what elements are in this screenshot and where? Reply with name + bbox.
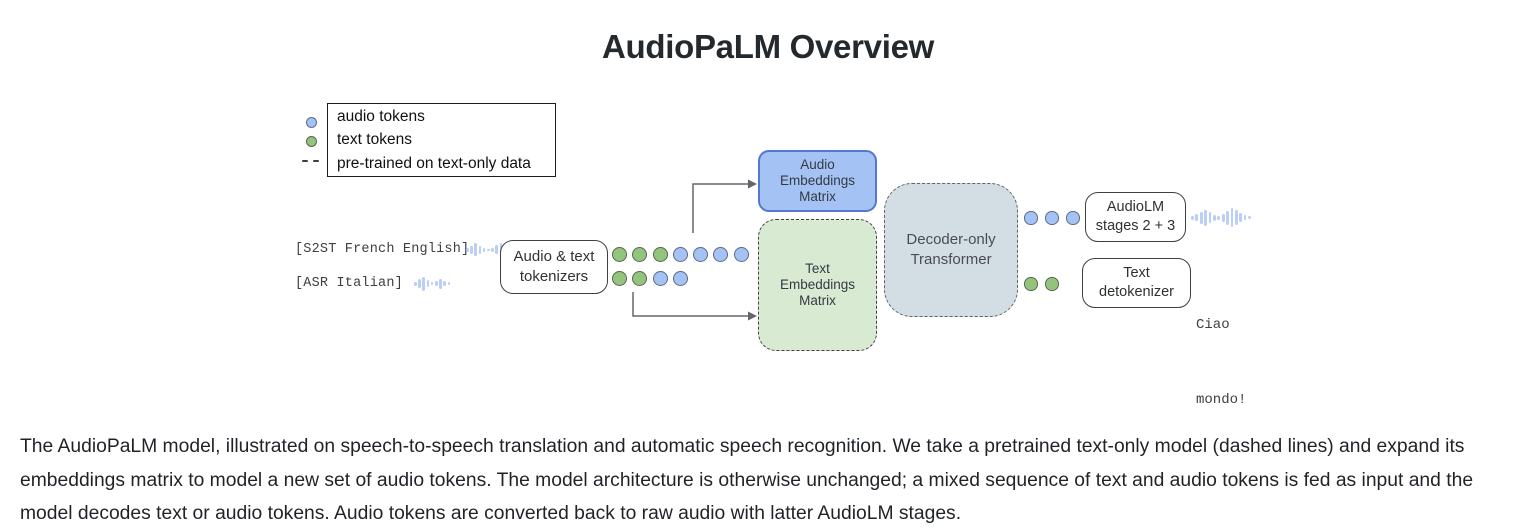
input-token-row-1 (612, 247, 749, 262)
text-embeddings-matrix-box: Text Embeddings Matrix (758, 219, 877, 351)
text-embeddings-line3: Matrix (799, 293, 836, 308)
arrowhead-text-embeddings (748, 311, 757, 321)
text-token-dot (612, 247, 627, 262)
legend-label-audio-tokens: audio tokens (337, 107, 425, 125)
audio-token-legend-icon (306, 117, 317, 128)
dashed-line-legend-icon (302, 160, 319, 163)
audiolm-stages-box: AudioLM stages 2 + 3 (1085, 192, 1186, 242)
output-text-line2: mondo! (1196, 392, 1247, 408)
audio-token-dot (713, 247, 729, 262)
arrowhead-audio-embeddings (748, 179, 757, 189)
audiolm-label-line2: stages 2 + 3 (1095, 218, 1176, 234)
decoder-label-line1: Decoder-only (906, 231, 996, 248)
text-token-dot (1045, 277, 1059, 291)
output-text-token-row (1024, 277, 1059, 291)
audio-text-tokenizers-box: Audio & text tokenizers (500, 240, 608, 294)
input-asr-label: [ASR Italian] (295, 276, 403, 291)
audio-token-dot (1045, 211, 1059, 225)
input-token-row-2 (612, 271, 688, 286)
detokenizer-label-line2: detokenizer (1099, 284, 1174, 300)
detokenizer-label-line1: Text (1123, 265, 1150, 281)
audio-token-dot (652, 271, 668, 286)
decoder-only-transformer-box: Decoder-only Transformer (884, 183, 1018, 317)
output-audio-token-row (1024, 211, 1080, 225)
audiolm-label-line1: AudioLM (1106, 199, 1165, 215)
legend: audio tokens text tokens pre-trained on … (327, 103, 556, 177)
audio-token-dot (693, 247, 709, 262)
input-s2st-label: [S2ST French English] (295, 242, 470, 257)
audio-embeddings-line2: Embeddings (779, 173, 856, 188)
decoder-label-line2: Transformer (910, 251, 992, 268)
text-token-dot (652, 247, 668, 262)
tokenizer-label-line2: tokenizers (519, 268, 589, 285)
text-token-dot (632, 247, 648, 262)
audio-token-dot (1066, 211, 1080, 225)
legend-label-text-tokens: text tokens (337, 131, 412, 149)
audio-token-dot (1024, 211, 1038, 225)
text-token-dot (612, 271, 627, 286)
arrow-to-audio-embeddings (692, 183, 748, 233)
tokenizer-label-line1: Audio & text (513, 248, 595, 265)
text-embeddings-line1: Text (805, 261, 830, 276)
audio-token-dot (733, 247, 749, 262)
figure-title: AudioPaLM Overview (601, 28, 934, 65)
text-token-dot (632, 271, 648, 286)
audio-token-dot (672, 247, 688, 262)
output-text-sample: Ciao mondo! (1196, 263, 1246, 463)
waveform-icon (414, 275, 451, 292)
audio-embeddings-line1: Audio (800, 157, 835, 172)
text-detokenizer-box: Text detokenizer (1082, 258, 1191, 308)
text-token-legend-icon (306, 136, 317, 147)
text-token-dot (1024, 277, 1038, 291)
legend-label-pretrained: pre-trained on text-only data (337, 154, 531, 172)
audio-embeddings-line3: Matrix (799, 189, 836, 204)
arrow-to-text-embeddings (632, 292, 748, 317)
output-text-line1: Ciao (1196, 317, 1230, 333)
text-embeddings-line2: Embeddings (779, 277, 856, 292)
waveform-icon (1191, 207, 1251, 228)
audio-embeddings-matrix-box: Audio Embeddings Matrix (758, 150, 877, 212)
figure-caption: The AudioPaLM model, illustrated on spee… (20, 436, 1474, 525)
audio-token-dot (672, 271, 688, 286)
